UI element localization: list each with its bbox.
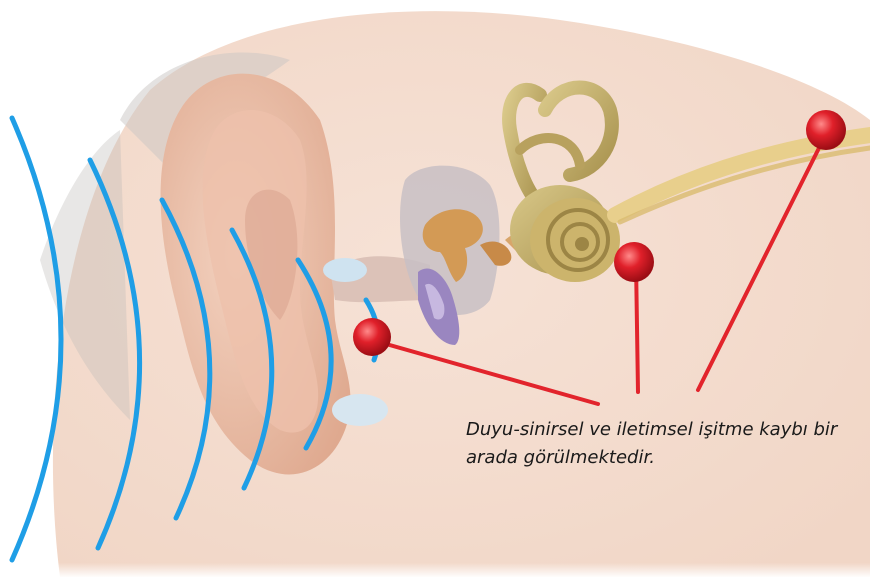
diagram-caption: Duyu-sinirsel ve iletimsel işitme kaybı …	[466, 416, 856, 472]
marker-icon	[614, 242, 654, 282]
marker-icon	[353, 318, 391, 356]
caption-line-2: arada görülmektedir.	[466, 447, 655, 468]
marker-icon	[806, 110, 846, 150]
caption-line-1: Duyu-sinirsel ve iletimsel işitme kaybı …	[466, 419, 837, 440]
